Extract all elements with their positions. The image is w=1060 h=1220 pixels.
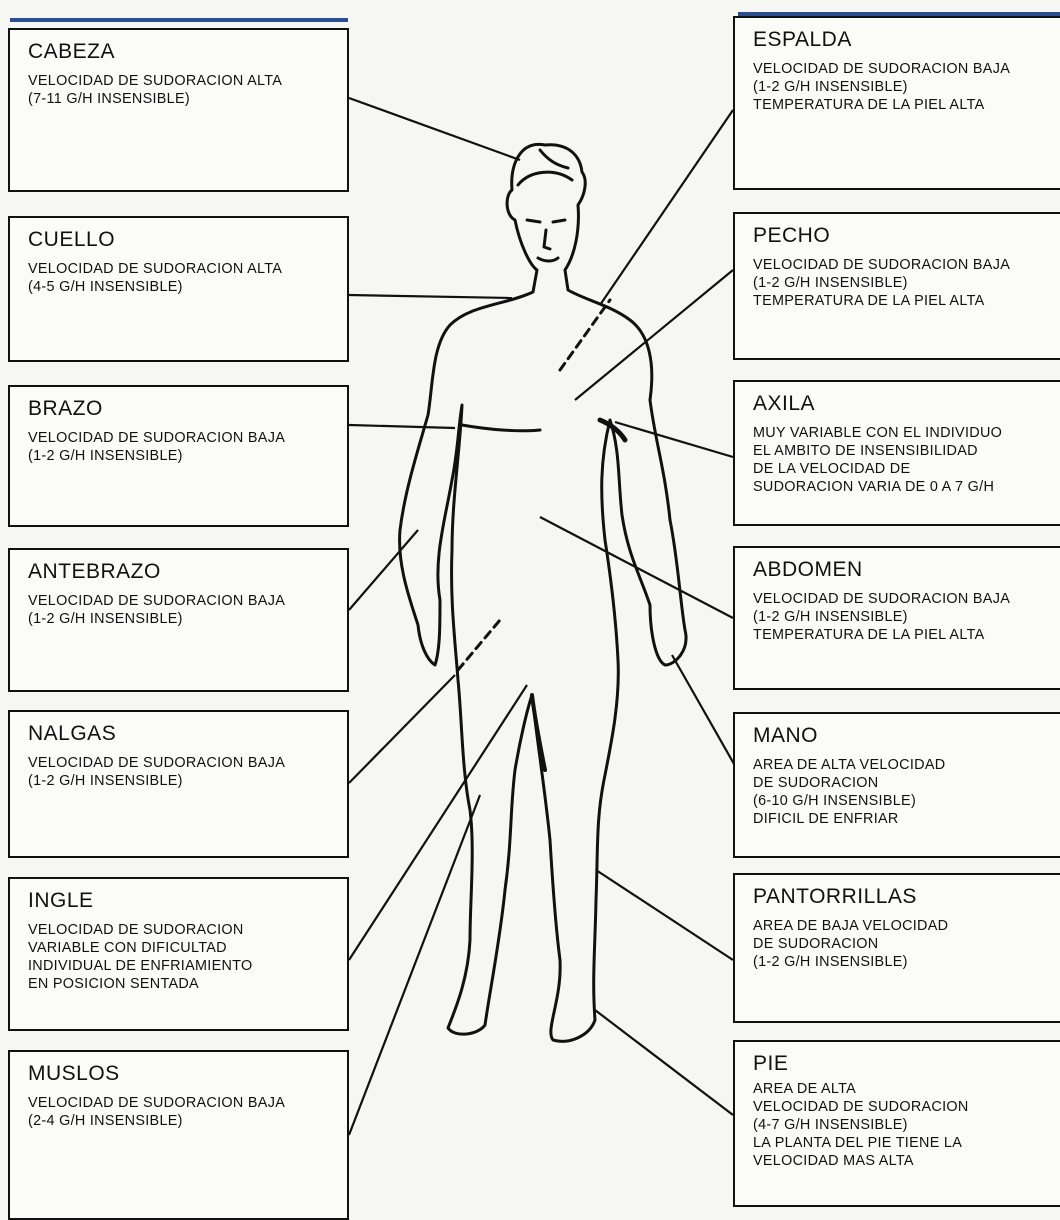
label-line: EN POSICION SENTADA (28, 975, 333, 993)
label-line: (6-10 G/H INSENSIBLE) (753, 792, 1052, 810)
leader-pie (595, 1010, 733, 1115)
label-box-ingle: INGLE VELOCIDAD DE SUDORACION VARIABLE C… (8, 877, 349, 1031)
label-line: DIFICIL DE ENFRIAR (753, 810, 1052, 828)
label-line: INDIVIDUAL DE ENFRIAMIENTO (28, 957, 333, 975)
label-line: VELOCIDAD DE SUDORACION (753, 1098, 1052, 1116)
label-title: ANTEBRAZO (28, 560, 333, 584)
leader-nalgas (349, 675, 455, 783)
label-title: NALGAS (28, 722, 333, 746)
label-line: VELOCIDAD DE SUDORACION BAJA (753, 256, 1052, 274)
label-line: TEMPERATURA DE LA PIEL ALTA (753, 292, 1052, 310)
label-line: VELOCIDAD DE SUDORACION BAJA (28, 429, 333, 447)
label-line: (1-2 G/H INSENSIBLE) (753, 274, 1052, 292)
leader-axila (615, 422, 733, 457)
label-line: DE SUDORACION (753, 774, 1052, 792)
label-box-nalgas: NALGAS VELOCIDAD DE SUDORACION BAJA (1-2… (8, 710, 349, 858)
label-title: MUSLOS (28, 1062, 333, 1086)
label-line: AREA DE BAJA VELOCIDAD (753, 917, 1052, 935)
label-line: (4-7 G/H INSENSIBLE) (753, 1116, 1052, 1134)
leader-cuello (349, 295, 512, 298)
label-title: AXILA (753, 392, 1052, 416)
face-features (527, 220, 565, 261)
leader-muslos (349, 795, 480, 1135)
label-line: AREA DE ALTA VELOCIDAD (753, 756, 1052, 774)
label-title: MANO (753, 724, 1052, 748)
label-title: ESPALDA (753, 28, 1052, 52)
label-title: PECHO (753, 224, 1052, 248)
label-line: VELOCIDAD DE SUDORACION BAJA (753, 590, 1052, 608)
leader-pecho (575, 270, 733, 400)
label-box-pie: PIE AREA DE ALTA VELOCIDAD DE SUDORACION… (733, 1040, 1060, 1207)
label-line: VELOCIDAD DE SUDORACION BAJA (28, 754, 333, 772)
label-box-axila: AXILA MUY VARIABLE CON EL INDIVIDUO EL A… (733, 380, 1060, 526)
label-box-abdomen: ABDOMEN VELOCIDAD DE SUDORACION BAJA (1-… (733, 546, 1060, 690)
groin-line (532, 695, 545, 770)
body-outline (400, 144, 686, 1041)
label-line: VELOCIDAD DE SUDORACION BAJA (28, 592, 333, 610)
leader-cabeza (349, 98, 520, 160)
label-line: VELOCIDAD DE SUDORACION BAJA (753, 60, 1052, 78)
label-line: (1-2 G/H INSENSIBLE) (28, 610, 333, 628)
label-line: (2-4 G/H INSENSIBLE) (28, 1112, 333, 1130)
label-line: DE LA VELOCIDAD DE (753, 460, 1052, 478)
label-title: PANTORRILLAS (753, 885, 1052, 909)
label-line: (1-2 G/H INSENSIBLE) (753, 953, 1052, 971)
label-box-antebrazo: ANTEBRAZO VELOCIDAD DE SUDORACION BAJA (… (8, 548, 349, 692)
leader-espalda (600, 110, 733, 305)
label-line: (1-2 G/H INSENSIBLE) (753, 608, 1052, 626)
label-line: TEMPERATURA DE LA PIEL ALTA (753, 626, 1052, 644)
label-title: INGLE (28, 889, 333, 913)
label-line: VELOCIDAD DE SUDORACION ALTA (28, 260, 333, 278)
human-body-figure (400, 144, 686, 1041)
label-box-espalda: ESPALDA VELOCIDAD DE SUDORACION BAJA (1-… (733, 16, 1060, 190)
label-line: EL AMBITO DE INSENSIBILIDAD (753, 442, 1052, 460)
leader-mano (672, 655, 742, 778)
label-line: VELOCIDAD MAS ALTA (753, 1152, 1052, 1170)
label-box-cuello: CUELLO VELOCIDAD DE SUDORACION ALTA (4-5… (8, 216, 349, 362)
label-line: (7-11 G/H INSENSIBLE) (28, 90, 333, 108)
label-title: PIE (753, 1052, 1052, 1076)
label-line: (4-5 G/H INSENSIBLE) (28, 278, 333, 296)
label-title: BRAZO (28, 397, 333, 421)
label-line: VELOCIDAD DE SUDORACION BAJA (28, 1094, 333, 1112)
label-line: VELOCIDAD DE SUDORACION (28, 921, 333, 939)
label-title: CABEZA (28, 40, 333, 64)
leader-brazo (349, 425, 455, 428)
label-line: AREA DE ALTA (753, 1080, 1052, 1098)
label-line: MUY VARIABLE CON EL INDIVIDUO (753, 424, 1052, 442)
label-title: CUELLO (28, 228, 333, 252)
label-box-cabeza: CABEZA VELOCIDAD DE SUDORACION ALTA (7-1… (8, 28, 349, 192)
label-line: LA PLANTA DEL PIE TIENE LA (753, 1134, 1052, 1152)
leader-antebrazo (349, 530, 418, 610)
back-dashed (560, 300, 610, 370)
chest-line (462, 425, 540, 431)
label-box-muslos: MUSLOS VELOCIDAD DE SUDORACION BAJA (2-4… (8, 1050, 349, 1220)
buttock-dashed (458, 620, 500, 670)
label-box-pantorrillas: PANTORRILLAS AREA DE BAJA VELOCIDAD DE S… (733, 873, 1060, 1023)
label-line: (1-2 G/H INSENSIBLE) (753, 78, 1052, 96)
label-line: TEMPERATURA DE LA PIEL ALTA (753, 96, 1052, 114)
label-line: VARIABLE CON DIFICULTAD (28, 939, 333, 957)
label-line: SUDORACION VARIA DE 0 A 7 G/H (753, 478, 1052, 496)
leader-abdomen (540, 517, 733, 618)
leader-pantorrillas (596, 870, 733, 960)
label-box-pecho: PECHO VELOCIDAD DE SUDORACION BAJA (1-2 … (733, 212, 1060, 360)
label-line: (1-2 G/H INSENSIBLE) (28, 447, 333, 465)
label-line: DE SUDORACION (753, 935, 1052, 953)
label-box-brazo: BRAZO VELOCIDAD DE SUDORACION BAJA (1-2 … (8, 385, 349, 527)
label-line: (1-2 G/H INSENSIBLE) (28, 772, 333, 790)
label-line: VELOCIDAD DE SUDORACION ALTA (28, 72, 333, 90)
label-box-mano: MANO AREA DE ALTA VELOCIDAD DE SUDORACIO… (733, 712, 1060, 858)
hair-lines (518, 150, 572, 185)
label-title: ABDOMEN (753, 558, 1052, 582)
